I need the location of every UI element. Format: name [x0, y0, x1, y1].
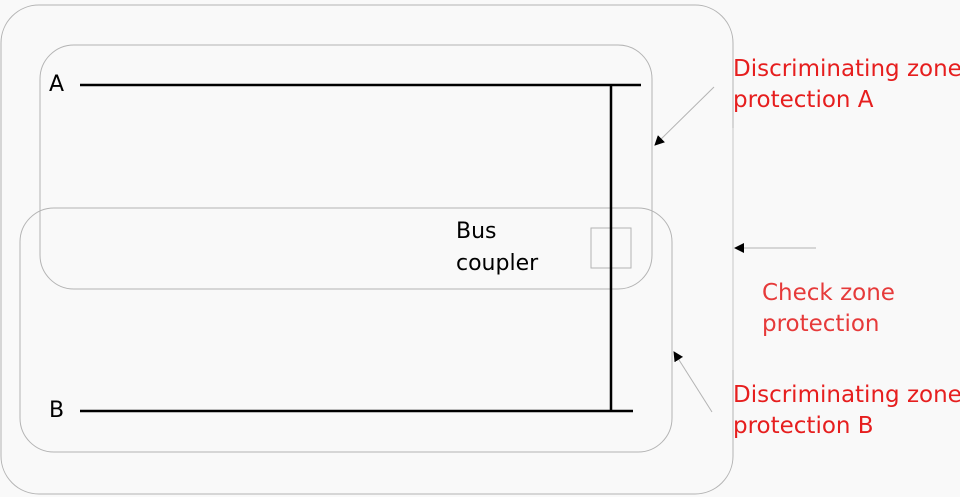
discriminating-zone-a-label-line2: protection A: [733, 87, 874, 113]
discriminating-zone-a-label-line1: Discriminating zone: [733, 56, 960, 82]
bus-coupler-label-line2: coupler: [456, 251, 539, 276]
arrow-discriminating-b: [673, 351, 713, 413]
busbar-b-label: B: [49, 398, 65, 423]
discriminating-zone-b-label: Discriminating zone protection B: [733, 380, 960, 442]
discriminating-zone-a-label: Discriminating zone protection A: [733, 54, 960, 116]
discriminating-zone-b-label-line2: protection B: [733, 413, 874, 439]
check-zone-label-line1: Check zone: [762, 280, 895, 306]
busbar-a-label: A: [49, 72, 65, 97]
check-zone-label: Check zone protection: [762, 278, 895, 340]
discriminating-zone-a-boundary: [39, 44, 653, 290]
discriminating-zone-b-boundary: [19, 207, 673, 453]
check-zone-label-line2: protection: [762, 311, 880, 337]
check-zone-boundary: [0, 4, 734, 495]
discriminating-zone-b-label-line1: Discriminating zone: [733, 382, 960, 408]
bus-coupler-label-line1: Bus: [456, 219, 497, 244]
bus-coupler-label: Bus coupler: [456, 216, 538, 280]
arrow-discriminating-a: [654, 86, 715, 146]
